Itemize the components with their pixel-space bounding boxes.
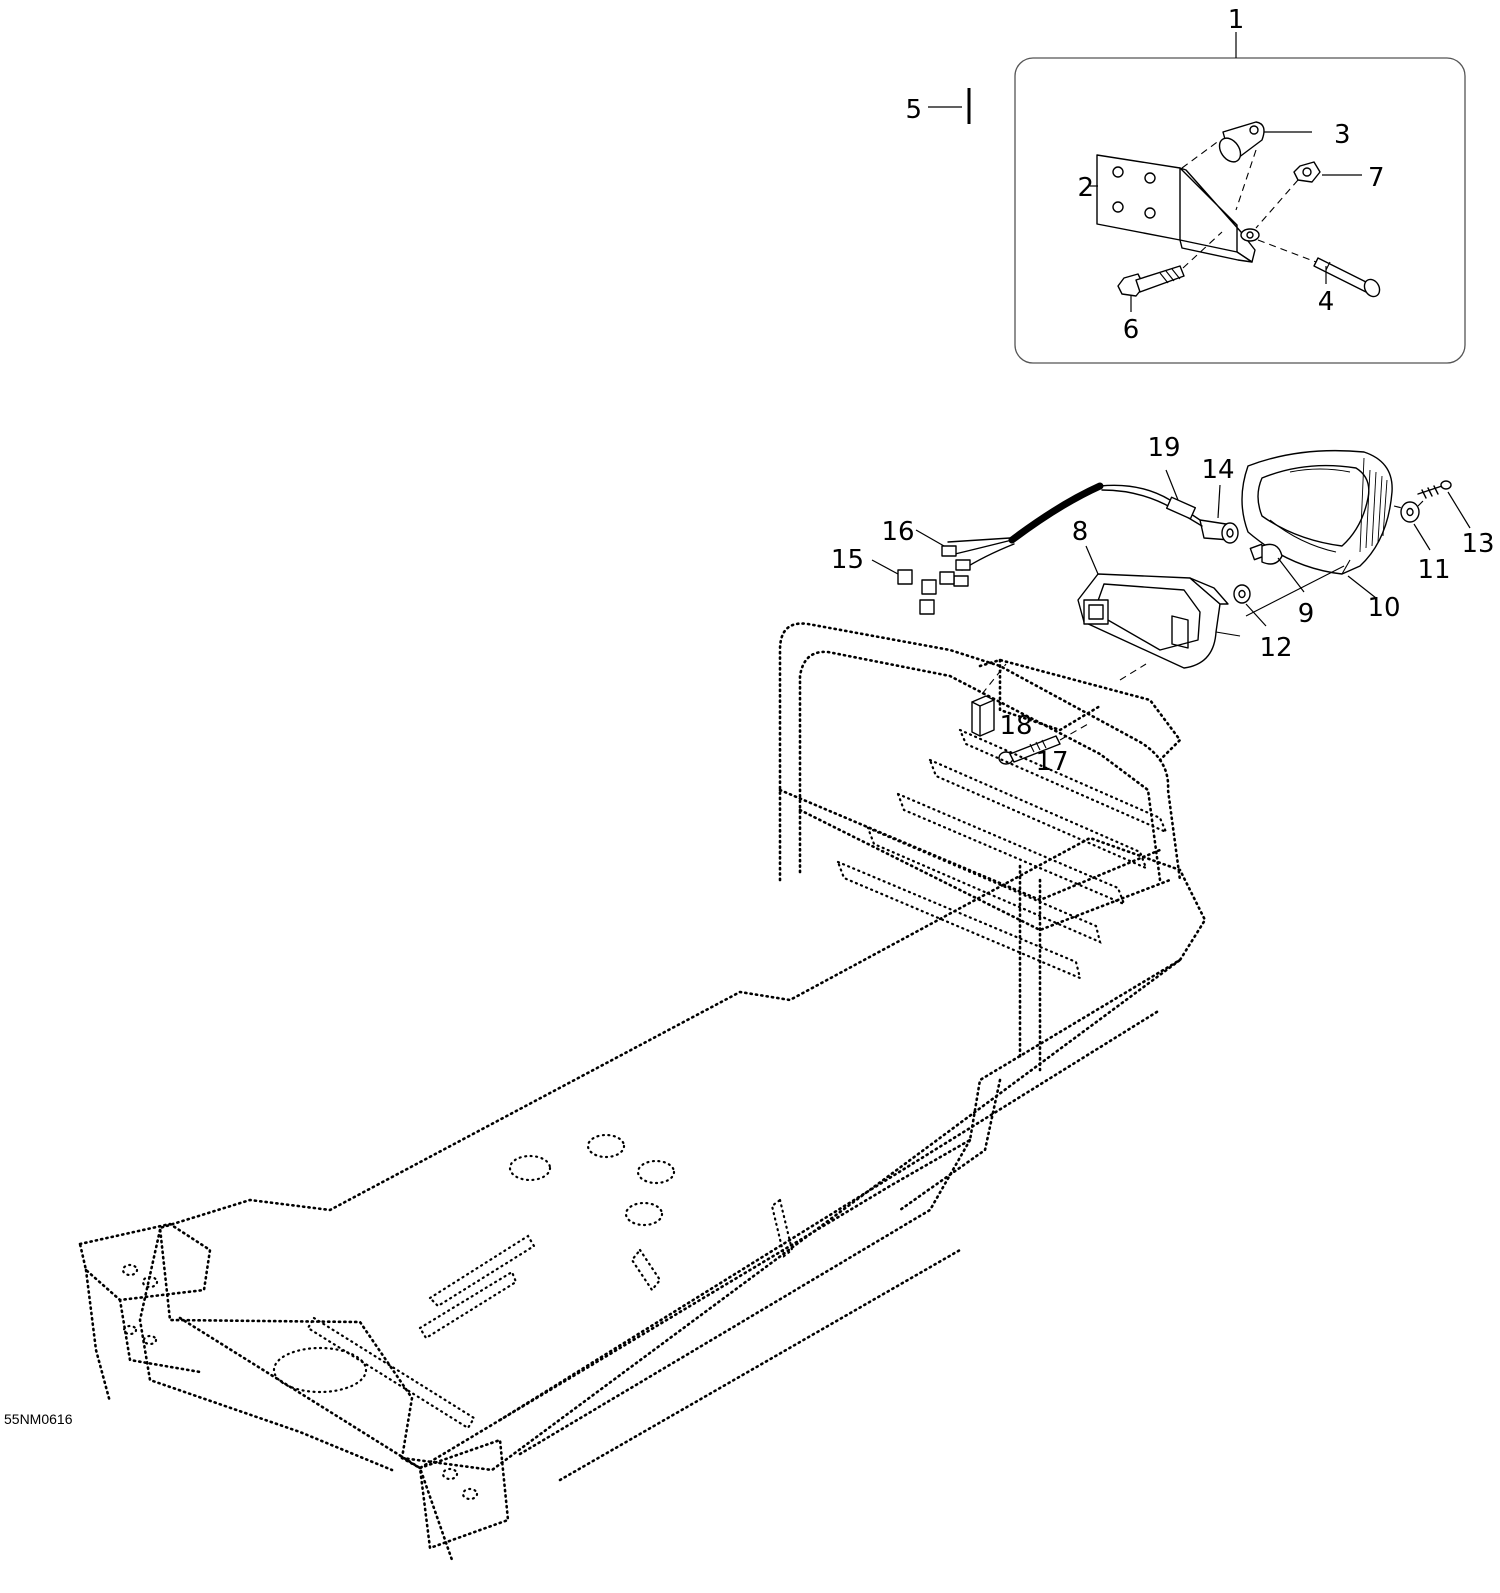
- tunnel-outline: [158, 836, 1207, 1470]
- callout-8: 8: [1072, 517, 1089, 547]
- bracket-kit-inset: [928, 32, 1466, 364]
- tail-light-assembly: [871, 449, 1471, 669]
- part-3-hinge-tab: [1218, 121, 1265, 163]
- inset-border: [1014, 57, 1466, 364]
- part-2-plate-bracket: [1096, 154, 1260, 263]
- callout-6: 6: [1123, 315, 1140, 345]
- callout-labels: 1 2 3 4 5 6 7 8 9 10 11 12 13 14 15 16 1…: [4, 5, 1495, 1427]
- part-12-nut: [1233, 584, 1251, 604]
- callout-17: 17: [1035, 747, 1068, 777]
- callout-13: 13: [1461, 529, 1494, 559]
- part-8-light-housing: [1077, 573, 1241, 669]
- callout-18: 18: [999, 711, 1032, 741]
- tunnel-holes: [272, 1133, 794, 1430]
- part-18-plug: [971, 695, 995, 737]
- callout-14: 14: [1201, 455, 1234, 485]
- part-19-wiring-harness: [947, 482, 1203, 571]
- callout-7: 7: [1368, 163, 1385, 193]
- rack-slats: [836, 727, 1169, 980]
- figure-reference: 55NM0616: [4, 1411, 73, 1427]
- front-bulkhead: [78, 1222, 510, 1550]
- part-9-bulb: [1249, 543, 1283, 565]
- callout-9: 9: [1298, 599, 1315, 629]
- rear-fasteners: [971, 663, 1147, 765]
- part-11-washer: [1400, 501, 1420, 523]
- callout-5: 5: [905, 95, 922, 125]
- part-10-tail-light-lens: [1241, 449, 1393, 575]
- part-7-nut: [1293, 161, 1321, 183]
- chassis-frame: [78, 622, 1207, 1562]
- callout-2: 2: [1077, 173, 1094, 203]
- callout-11: 11: [1417, 555, 1450, 585]
- callout-10: 10: [1367, 593, 1400, 623]
- callout-4: 4: [1318, 287, 1335, 317]
- part-6-bolt: [1117, 265, 1185, 297]
- callout-19: 19: [1147, 433, 1180, 463]
- part-15-connector-housings: [897, 569, 955, 615]
- part-17-bolt: [998, 735, 1061, 765]
- rear-rack: [778, 622, 1182, 882]
- callout-3: 3: [1334, 120, 1351, 150]
- callout-1: 1: [1228, 5, 1245, 35]
- part-4-clevis-pin: [1313, 257, 1381, 298]
- part-13-screw: [1417, 480, 1452, 499]
- callout-16: 16: [881, 517, 914, 547]
- callout-15: 15: [831, 545, 864, 575]
- callout-12: 12: [1259, 633, 1292, 663]
- part-14-socket: [1199, 519, 1239, 544]
